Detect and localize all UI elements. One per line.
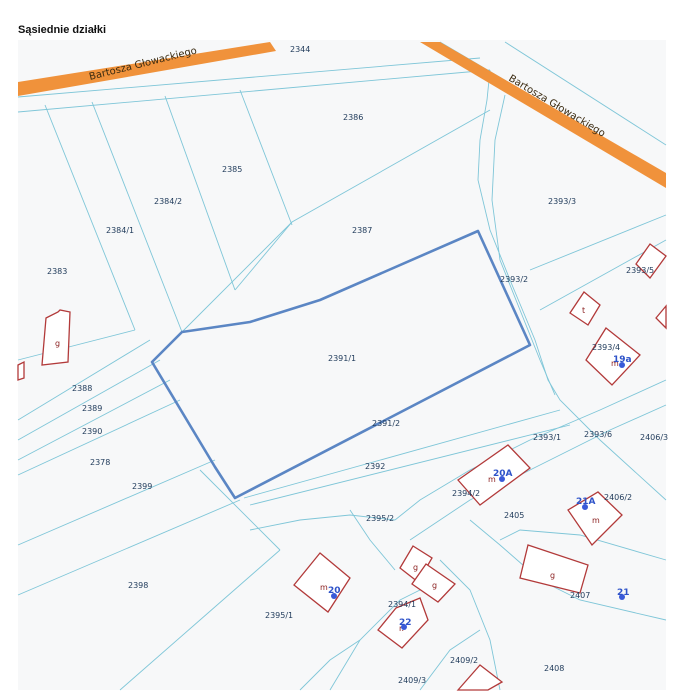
selected-parcel-outline[interactable] bbox=[150, 229, 532, 500]
address-points: 19a 20A 21A 20 22 21 bbox=[328, 355, 632, 630]
address-label: 19a bbox=[613, 355, 632, 365]
address-point-icon bbox=[619, 362, 625, 368]
address-label: 21A bbox=[576, 497, 596, 507]
parcel-label: 2409/2 bbox=[450, 656, 478, 665]
parcel-label: 2408 bbox=[544, 664, 564, 673]
building-label: m bbox=[592, 516, 600, 525]
address-point-icon bbox=[619, 594, 625, 600]
address-point-icon bbox=[499, 476, 505, 482]
building-g2 bbox=[411, 563, 456, 603]
parcel-label: 2405 bbox=[504, 511, 524, 520]
building-edge bbox=[655, 304, 667, 330]
buildings bbox=[17, 243, 667, 691]
building-2393-4 bbox=[585, 327, 641, 386]
parcel-label: 2384/1 bbox=[106, 226, 134, 235]
building-label: g bbox=[432, 581, 437, 590]
parcel-label: 2384/2 bbox=[154, 197, 182, 206]
parcel-label: 2391/1 bbox=[328, 354, 356, 363]
parcel-label: 2407 bbox=[570, 591, 590, 600]
parcel-label: 2395/1 bbox=[265, 611, 293, 620]
building-20a bbox=[457, 444, 531, 506]
building-2407 bbox=[519, 544, 589, 594]
road-east bbox=[420, 42, 666, 188]
parcel-label: 2398 bbox=[128, 581, 148, 590]
road-west bbox=[18, 42, 276, 96]
parcel-label: 2392 bbox=[365, 462, 385, 471]
parcel-label: 2399 bbox=[132, 482, 152, 491]
address-point-icon bbox=[401, 624, 407, 630]
parcel-label: 2393/3 bbox=[548, 197, 576, 206]
parcel-labels: 2344 2386 2385 2384/2 2384/1 2383 2387 2… bbox=[47, 45, 668, 685]
building-t bbox=[569, 291, 601, 326]
address-label: 22 bbox=[399, 618, 412, 628]
parcel-boundaries bbox=[17, 41, 667, 691]
address-label: 20A bbox=[493, 469, 513, 479]
building-left-edge bbox=[17, 360, 25, 381]
building-2393-5 bbox=[635, 243, 667, 279]
page-title: Sąsiednie działki bbox=[18, 24, 107, 36]
address-label: 21 bbox=[617, 588, 630, 598]
parcel-label: 2394/2 bbox=[452, 489, 480, 498]
address-label: 20 bbox=[328, 586, 341, 596]
building-22 bbox=[377, 597, 429, 649]
parcel-label: 2393/6 bbox=[584, 430, 612, 439]
parcel-label: 2409/3 bbox=[398, 676, 426, 685]
parcel-label: 2393/5 bbox=[626, 266, 654, 275]
building-label: m bbox=[320, 583, 328, 592]
parcel-label: 2393/2 bbox=[500, 275, 528, 284]
building-label: m bbox=[488, 475, 496, 484]
building-label: t bbox=[582, 306, 585, 315]
parcel-label: 2406/2 bbox=[604, 493, 632, 502]
address-point-icon bbox=[582, 504, 588, 510]
parcel-label: 2344 bbox=[290, 45, 310, 54]
address-point-icon bbox=[331, 593, 337, 599]
building-label: g bbox=[550, 571, 555, 580]
map-background bbox=[18, 40, 666, 690]
parcel-label: 2386 bbox=[343, 113, 363, 122]
parcel-label: 2393/1 bbox=[533, 433, 561, 442]
parcel-label: 2393/4 bbox=[592, 343, 620, 352]
parcel-label: 2387 bbox=[352, 226, 372, 235]
parcel-label: 2395/2 bbox=[366, 514, 394, 523]
building-label: g bbox=[55, 339, 60, 348]
parcel-label: 2390 bbox=[82, 427, 102, 436]
parcel-label: 2394/1 bbox=[388, 600, 416, 609]
building-label: m bbox=[611, 359, 619, 368]
parcel-label: 2389 bbox=[82, 404, 102, 413]
parcel-label: 2391/2 bbox=[372, 419, 400, 428]
parcel-label: 2378 bbox=[90, 458, 110, 467]
building-2383 bbox=[41, 309, 71, 366]
building-label: g bbox=[413, 563, 418, 572]
building-2409-2 bbox=[456, 664, 504, 691]
parcel-label: 2385 bbox=[222, 165, 242, 174]
parcel-label: 2388 bbox=[72, 384, 92, 393]
parcel-label: 2406/3 bbox=[640, 433, 668, 442]
building-21a bbox=[567, 491, 623, 547]
parcel-label: 2383 bbox=[47, 267, 67, 276]
